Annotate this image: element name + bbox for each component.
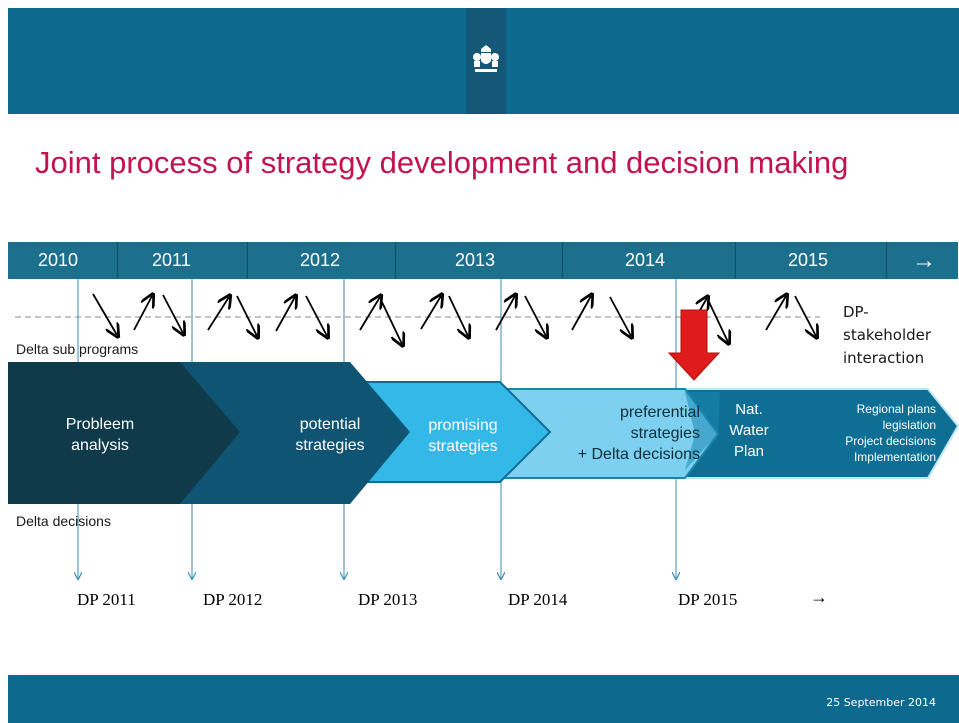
up-arrow xyxy=(420,296,441,330)
up-arrow xyxy=(495,296,515,331)
page-title: Joint process of strategy development an… xyxy=(35,145,849,180)
timeline-separator xyxy=(886,242,887,279)
year-2011: 2011 xyxy=(152,250,191,270)
dp-2011: DP 2011 xyxy=(77,590,136,609)
up-arrow xyxy=(207,297,229,331)
dp-2015: DP 2015 xyxy=(678,590,738,609)
dp-2012: DP 2012 xyxy=(203,590,263,609)
up-arrow xyxy=(765,296,786,331)
label-dp-stakeholder-interaction: DP- stakeholder interaction xyxy=(843,303,932,367)
down-arrow xyxy=(524,295,546,336)
timeline-separator xyxy=(117,242,118,279)
year-2013: 2013 xyxy=(455,250,496,270)
down-arrow xyxy=(708,301,728,342)
label-delta-sub-programs: Delta sub programs xyxy=(16,341,139,357)
timeline-continue-arrow: → xyxy=(912,247,936,274)
dp-continue-arrow: → xyxy=(810,587,828,607)
up-arrow xyxy=(133,296,152,331)
phase-potential-strategies xyxy=(180,362,410,504)
down-arrow xyxy=(236,295,257,336)
down-arrow xyxy=(92,293,117,335)
footer-band xyxy=(8,675,959,723)
down-arrow xyxy=(162,294,183,333)
label-delta-decisions: Delta decisions xyxy=(16,513,111,529)
phase-label-problem-analysis: Probleem analysis xyxy=(65,416,135,454)
down-arrow xyxy=(305,295,327,336)
timeline-separator xyxy=(247,242,248,279)
year-2012: 2012 xyxy=(300,250,341,270)
phase-label-preferential-strategies: preferential strategies + Delta decision… xyxy=(577,404,700,463)
timeline-separator xyxy=(735,242,736,279)
phase-national-water-plan xyxy=(685,392,720,470)
phase-problem-analysis xyxy=(8,362,240,504)
year-2014: 2014 xyxy=(625,250,666,270)
year-2010: 2010 xyxy=(38,250,79,270)
phase-label-potential-strategies: potential strategies xyxy=(295,416,365,454)
crest-icon xyxy=(473,45,499,72)
phase-label-promising-strategies: promising strategies xyxy=(428,417,498,455)
dp-2014: DP 2014 xyxy=(508,590,568,609)
footer-date: 25 September 2014 xyxy=(826,696,936,709)
up-arrow xyxy=(571,296,591,331)
dp-2013: DP 2013 xyxy=(358,590,418,609)
phase-label-national-water-plan: Nat. Water Plan xyxy=(729,401,769,460)
year-2015: 2015 xyxy=(788,250,829,270)
down-arrow xyxy=(448,295,468,336)
down-arrow xyxy=(609,296,631,336)
coat-of-arms-logo xyxy=(466,8,506,114)
timeline-separator xyxy=(562,242,563,279)
timeline-separator xyxy=(395,242,396,279)
interaction-arrows xyxy=(92,293,816,344)
timeline-bar xyxy=(8,242,958,279)
phase-label-implementation: Regional plans legislation Project decis… xyxy=(845,402,936,464)
highlight-arrow xyxy=(667,309,721,381)
down-arrow xyxy=(794,295,816,336)
down-arrow xyxy=(380,299,402,344)
up-arrow xyxy=(359,297,380,331)
up-arrow xyxy=(275,297,295,332)
